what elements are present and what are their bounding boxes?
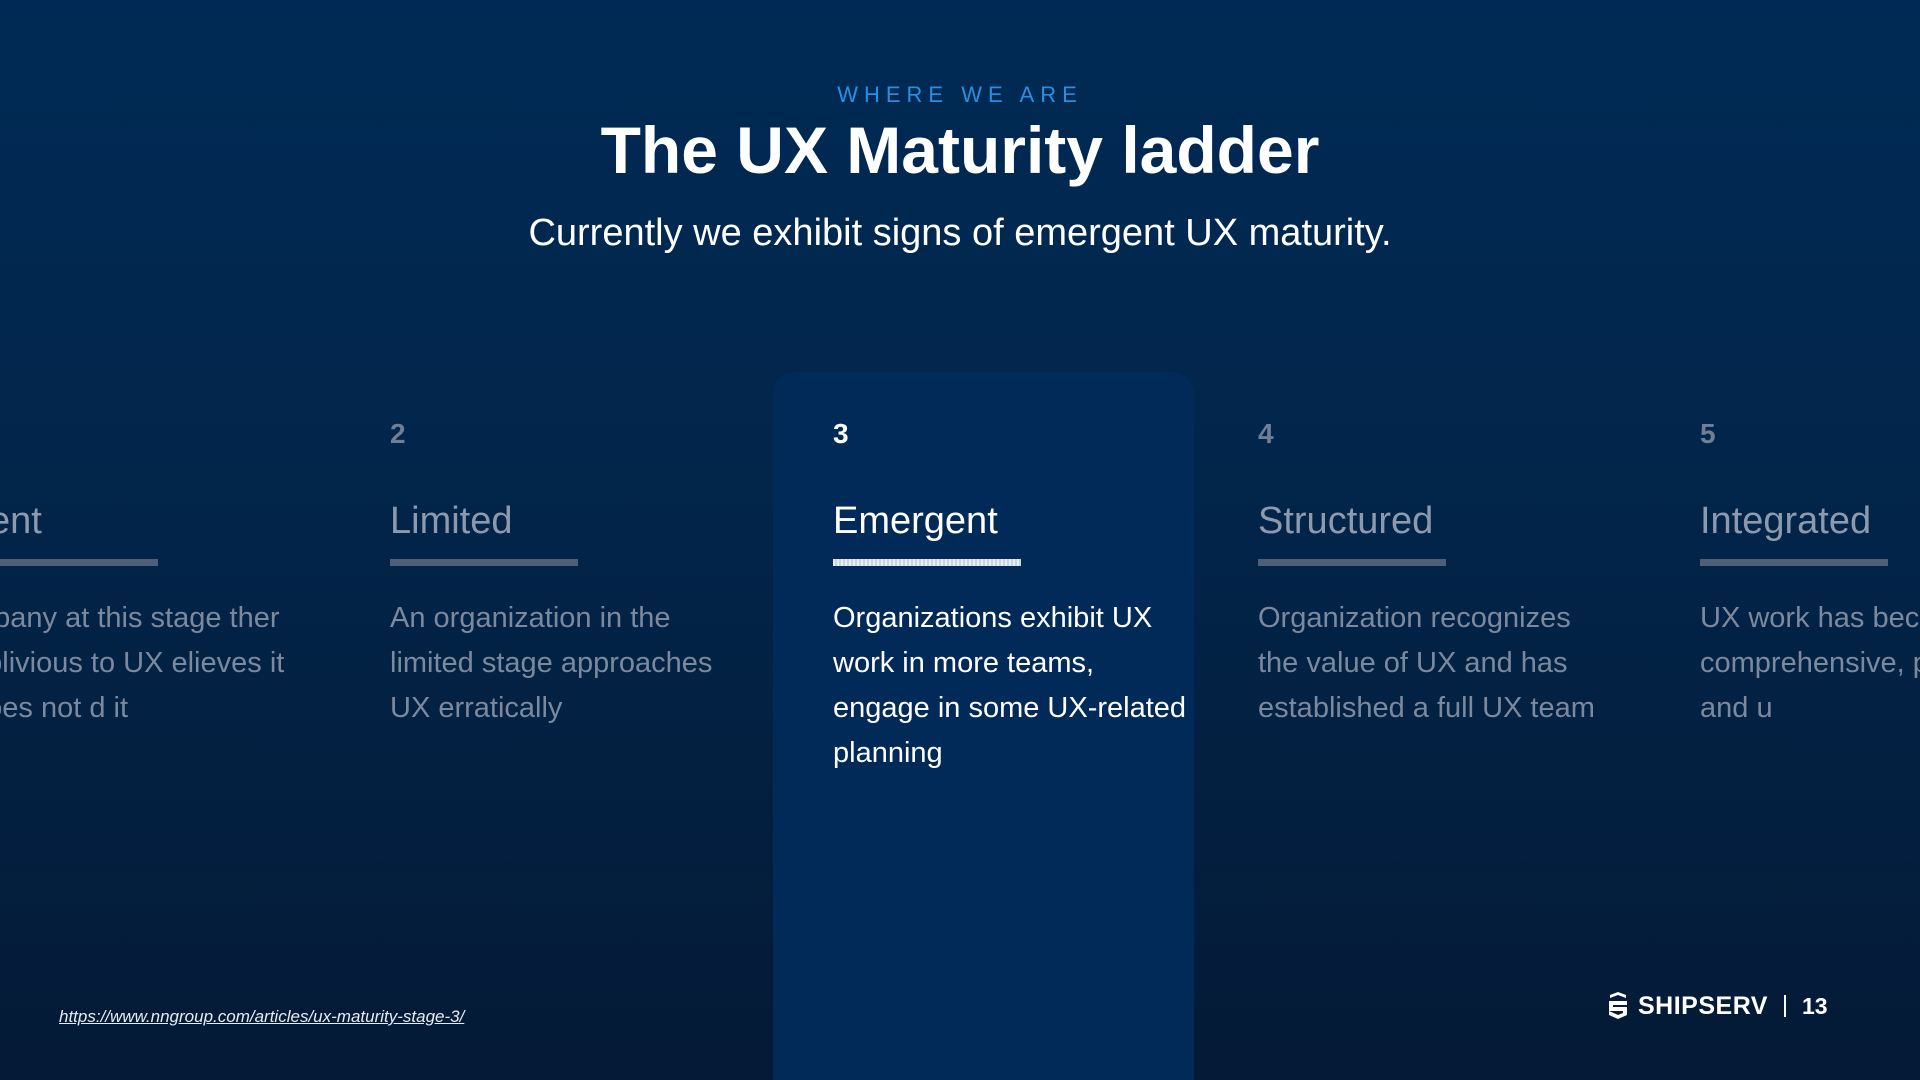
- slide-subtitle: Currently we exhibit signs of emergent U…: [528, 212, 1392, 254]
- stage-underline: [1258, 559, 1446, 566]
- stage-name: Limited: [390, 500, 513, 542]
- stage-structured: 4 Structured Organization recognizes the…: [1258, 418, 1658, 731]
- stage-absent: sent mpany at this stage ther oblivious …: [0, 418, 370, 731]
- stage-underline: [0, 559, 158, 566]
- stage-description: mpany at this stage ther oblivious to UX…: [0, 602, 285, 724]
- stage-number: 5: [1700, 418, 1716, 449]
- eyebrow-label: WHERE WE ARE: [837, 82, 1083, 107]
- page-number: 13: [1801, 992, 1828, 1019]
- stage-name: sent: [0, 500, 42, 542]
- stage-number: 3: [833, 418, 849, 449]
- active-stage-highlight: [773, 372, 1194, 1080]
- stage-name: Structured: [1258, 500, 1434, 542]
- stage-integrated: 5 Integrated UX work has bec comprehensi…: [1700, 418, 1920, 731]
- stage-number: [0, 418, 370, 458]
- stage-description: Organization recognizes the value of UX …: [1258, 602, 1595, 724]
- stage-underline: [1700, 559, 1888, 566]
- stage-name: Integrated: [1700, 500, 1872, 542]
- brand-name: SHIPSERV: [1638, 991, 1768, 1020]
- stage-limited: 2 Limited An organization in the limited…: [390, 418, 790, 731]
- stage-description: An organization in the limited stage app…: [390, 602, 713, 724]
- stage-emergent: 3 Emergent Organizations exhibit UX work…: [833, 418, 1233, 776]
- stage-underline: [833, 559, 1021, 566]
- stage-underline: [390, 559, 578, 566]
- slide-title: The UX Maturity ladder: [600, 113, 1320, 187]
- source-link[interactable]: https://www.nngroup.com/articles/ux-matu…: [59, 1007, 465, 1026]
- stage-description: Organizations exhibit UX work in more te…: [833, 602, 1187, 769]
- shipserv-logo-icon: [1609, 992, 1627, 1019]
- stage-number: 4: [1258, 418, 1274, 449]
- stage-number: 2: [390, 418, 406, 449]
- brand-divider: [1783, 995, 1786, 1017]
- stage-description: UX work has bec comprehensive, pervasive…: [1700, 602, 1920, 724]
- brand-footer: SHIPSERV 13: [1606, 986, 1828, 1026]
- stage-name: Emergent: [833, 500, 998, 542]
